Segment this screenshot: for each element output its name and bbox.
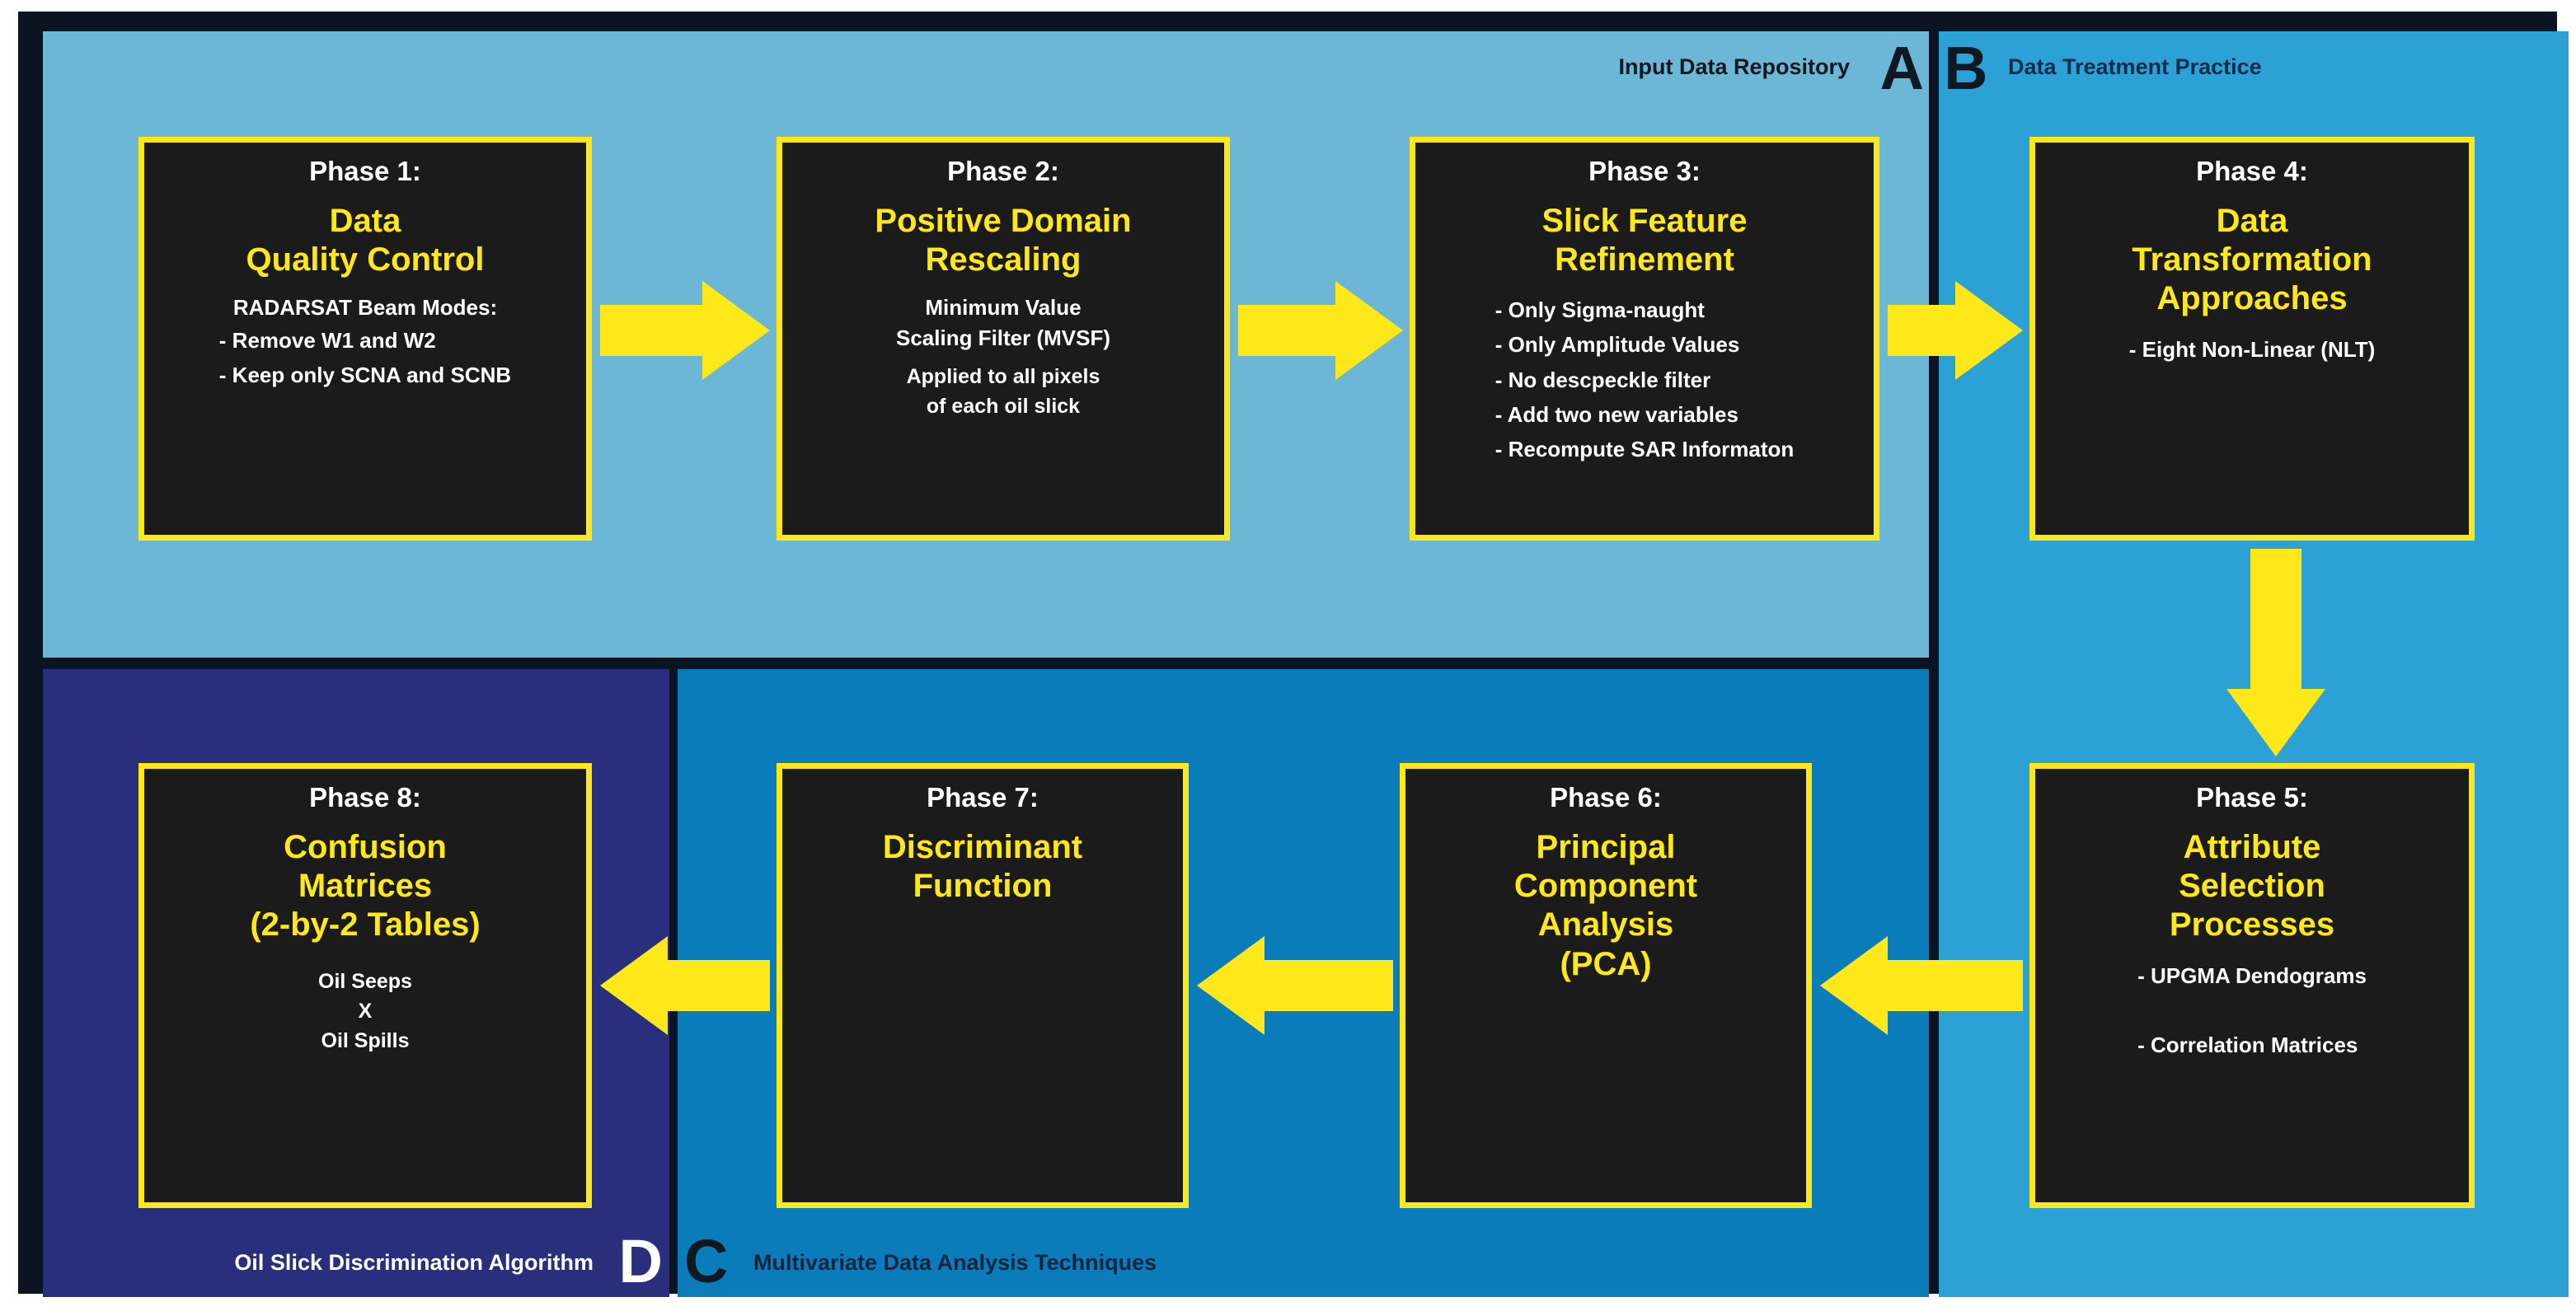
arrow-shaft xyxy=(600,305,702,356)
panel-caption-b: Data Treatment Practice xyxy=(2008,54,2262,79)
arrow-head xyxy=(1955,281,2023,380)
panel-letter-c: C xyxy=(684,1227,729,1295)
phase-7-title: Discriminant Function xyxy=(882,828,1083,905)
panel-caption-d: Oil Slick Discrimination Algorithm xyxy=(234,1250,594,1275)
phase-4-bullets: - Eight Non-Linear (NLT) xyxy=(2128,336,2376,362)
arrow-head xyxy=(600,936,668,1035)
phase-1-box[interactable]: Phase 1: Data Quality Control RADARSAT B… xyxy=(138,137,592,541)
phase-8-title: Confusion Matrices (2-by-2 Tables) xyxy=(250,828,481,944)
arrow-shaft xyxy=(1888,960,2023,1011)
phase-5-box[interactable]: Phase 5: Attribute Selection Processes -… xyxy=(2029,763,2475,1208)
arrow-shaft xyxy=(1888,305,1955,356)
phase-4-box[interactable]: Phase 4: Data Transformation Approaches … xyxy=(2029,137,2475,541)
phase-3-number: Phase 3: xyxy=(1588,156,1701,186)
phase-4-number: Phase 4: xyxy=(2196,156,2308,186)
panel-caption-a: Input Data Repository xyxy=(1618,54,1850,79)
phase-2-detail: Applied to all pixels of each oil slick xyxy=(906,365,1100,419)
panel-letter-a: A xyxy=(1879,34,1924,102)
phase-5-number: Phase 5: xyxy=(2196,782,2308,813)
phase-5-bullets: - UPGMA Dendograms - Correlation Matrice… xyxy=(2137,962,2367,1057)
arrow-shaft xyxy=(1265,960,1393,1011)
phase-2-title: Positive Domain Rescaling xyxy=(875,202,1132,279)
phase-2-number: Phase 2: xyxy=(947,156,1059,186)
arrow-head xyxy=(1197,936,1265,1035)
phase-1-bullets: - Remove W1 and W2 - Keep only SCNA and … xyxy=(218,328,512,388)
phase-1-number: Phase 1: xyxy=(309,156,421,186)
panel-letter-d: D xyxy=(618,1227,663,1295)
phase-3-title: Slick Feature Refinement xyxy=(1541,202,1748,279)
panel-letter-b: B xyxy=(1944,34,1988,102)
phase-8-number: Phase 8: xyxy=(309,782,421,813)
phase-3-bullets: - Only Sigma-naught - Only Amplitude Val… xyxy=(1494,297,1795,461)
phase-4-title: Data Transformation Approaches xyxy=(2132,202,2372,317)
diagram-outer-frame: A Input Data Repository D Oil Slick Disc… xyxy=(18,12,2569,1297)
phase-8-box[interactable]: Phase 8: Confusion Matrices (2-by-2 Tabl… xyxy=(138,763,592,1208)
arrow-phase1-to-phase2 xyxy=(600,281,770,380)
phase-3-box[interactable]: Phase 3: Slick Feature Refinement - Only… xyxy=(1410,137,1879,541)
arrow-phase3-to-phase4 xyxy=(1888,281,2023,380)
phase-1-title: Data Quality Control xyxy=(246,202,485,279)
phase-1-subtitle: RADARSAT Beam Modes: xyxy=(232,295,498,321)
arrow-shaft xyxy=(2250,549,2302,689)
panel-caption-c: Multivariate Data Analysis Techniques xyxy=(753,1250,1157,1275)
phase-7-number: Phase 7: xyxy=(927,782,1039,813)
arrow-head xyxy=(702,281,770,380)
arrow-head xyxy=(2226,689,2325,756)
phase-2-box[interactable]: Phase 2: Positive Domain Rescaling Minim… xyxy=(777,137,1230,541)
arrow-phase6-to-phase7 xyxy=(1197,936,1393,1035)
arrow-phase4-to-phase5 xyxy=(2226,549,2325,756)
phase-2-subtitle: Minimum Value Scaling Filter (MVSF) xyxy=(895,295,1111,351)
phase-8-detail: Oil Seeps X Oil Spills xyxy=(318,969,412,1053)
phase-6-box[interactable]: Phase 6: Principal Component Analysis (P… xyxy=(1400,763,1812,1208)
phase-6-number: Phase 6: xyxy=(1550,782,1662,813)
arrow-phase2-to-phase3 xyxy=(1238,281,1403,380)
phase-5-title: Attribute Selection Processes xyxy=(2169,828,2335,944)
arrow-phase5-to-phase6 xyxy=(1820,936,2023,1035)
arrow-phase7-to-phase8 xyxy=(600,936,770,1035)
arrow-head xyxy=(1335,281,1403,380)
phase-7-box[interactable]: Phase 7: Discriminant Function xyxy=(777,763,1189,1208)
arrow-shaft xyxy=(1238,305,1335,356)
arrow-shaft xyxy=(668,960,770,1011)
arrow-head xyxy=(1820,936,1888,1035)
phase-6-title: Principal Component Analysis (PCA) xyxy=(1513,828,1698,982)
